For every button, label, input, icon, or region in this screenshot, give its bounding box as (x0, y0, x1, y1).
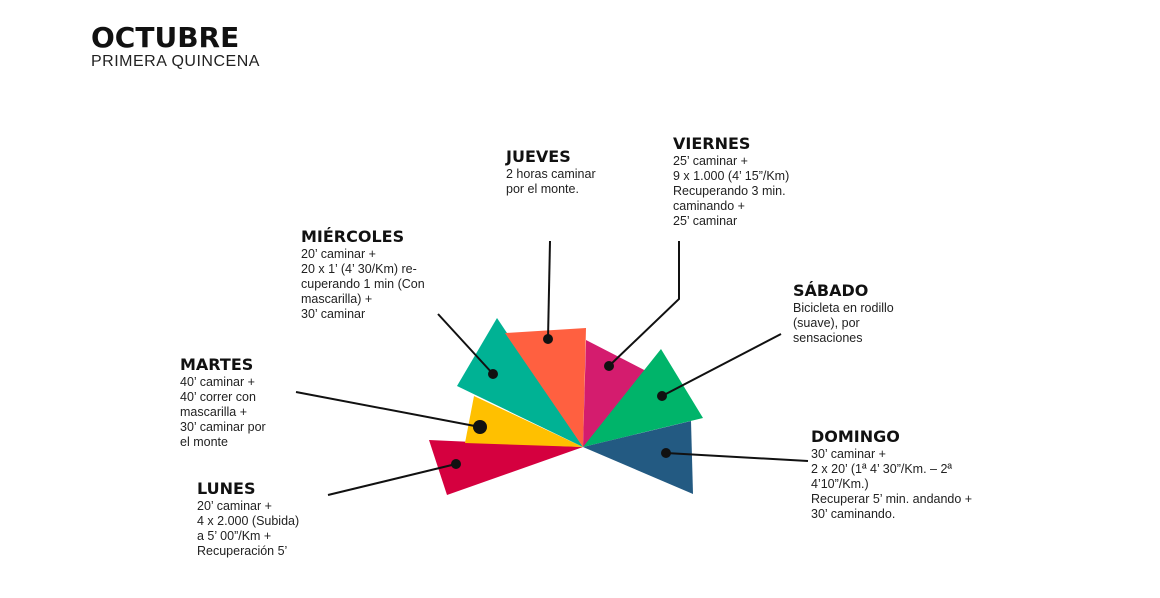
dot-lunes (451, 459, 461, 469)
label-miercoles: MIÉRCOLES 20’ caminar + 20 x 1’ (4’ 30/K… (301, 227, 425, 322)
day-name: LUNES (197, 479, 256, 498)
day-description: 40’ caminar + 40’ correr con mascarilla … (180, 375, 266, 449)
connector-jueves (547, 240, 551, 340)
wedge-sabado (583, 349, 703, 447)
page-title: OCTUBRE (91, 21, 240, 54)
label-jueves: JUEVES 2 horas caminar por el monte. (506, 147, 596, 197)
dot-martes (473, 420, 487, 434)
wedge-jueves (505, 328, 586, 447)
wedge-martes (465, 396, 583, 447)
label-lunes: LUNES 20’ caminar + 4 x 2.000 (Subida) a… (197, 479, 299, 559)
connector-miercoles (437, 313, 494, 375)
day-description: 20’ caminar + 4 x 2.000 (Subida) a 5’ 00… (197, 499, 300, 558)
connector-lunes (327, 463, 457, 496)
day-name: MARTES (180, 355, 254, 374)
page-subtitle: PRIMERA QUINCENA (91, 53, 260, 70)
day-name: MIÉRCOLES (301, 227, 405, 246)
wedge-miercoles (457, 318, 583, 447)
day-name: SÁBADO (793, 281, 869, 300)
dot-sabado (657, 391, 667, 401)
day-description: 20’ caminar + 20 x 1’ (4’ 30/Km) re- cup… (301, 247, 425, 321)
label-domingo: DOMINGO 30’ caminar + 2 x 20’ (1ª 4’ 30”… (811, 427, 972, 522)
connector-sabado (661, 333, 782, 397)
label-viernes: VIERNES 25’ caminar + 9 x 1.000 (4’ 15”/… (673, 134, 789, 229)
day-description: 25’ caminar + 9 x 1.000 (4’ 15”/Km) Recu… (673, 154, 790, 228)
wedge-lunes (429, 440, 583, 495)
day-description: 30’ caminar + 2 x 20’ (1ª 4’ 30”/Km. – 2… (811, 447, 973, 521)
label-martes: MARTES 40’ caminar + 40’ correr con masc… (180, 355, 266, 450)
connector-martes (295, 391, 481, 428)
day-name: VIERNES (673, 134, 751, 153)
connector-domingo (665, 452, 809, 462)
dot-viernes (604, 361, 614, 371)
label-sabado: SÁBADO Bicicleta en rodillo (suave), por… (793, 281, 894, 346)
day-name: JUEVES (506, 147, 571, 166)
connector-viernes (608, 241, 680, 367)
day-description: 2 horas caminar por el monte. (506, 167, 596, 196)
wedge-viernes (583, 340, 652, 447)
day-name: DOMINGO (811, 427, 900, 446)
dot-jueves (543, 334, 553, 344)
wedge-domingo (583, 421, 693, 494)
day-description: Bicicleta en rodillo (suave), por sensac… (793, 301, 894, 345)
dot-miercoles (488, 369, 498, 379)
dot-domingo (661, 448, 671, 458)
